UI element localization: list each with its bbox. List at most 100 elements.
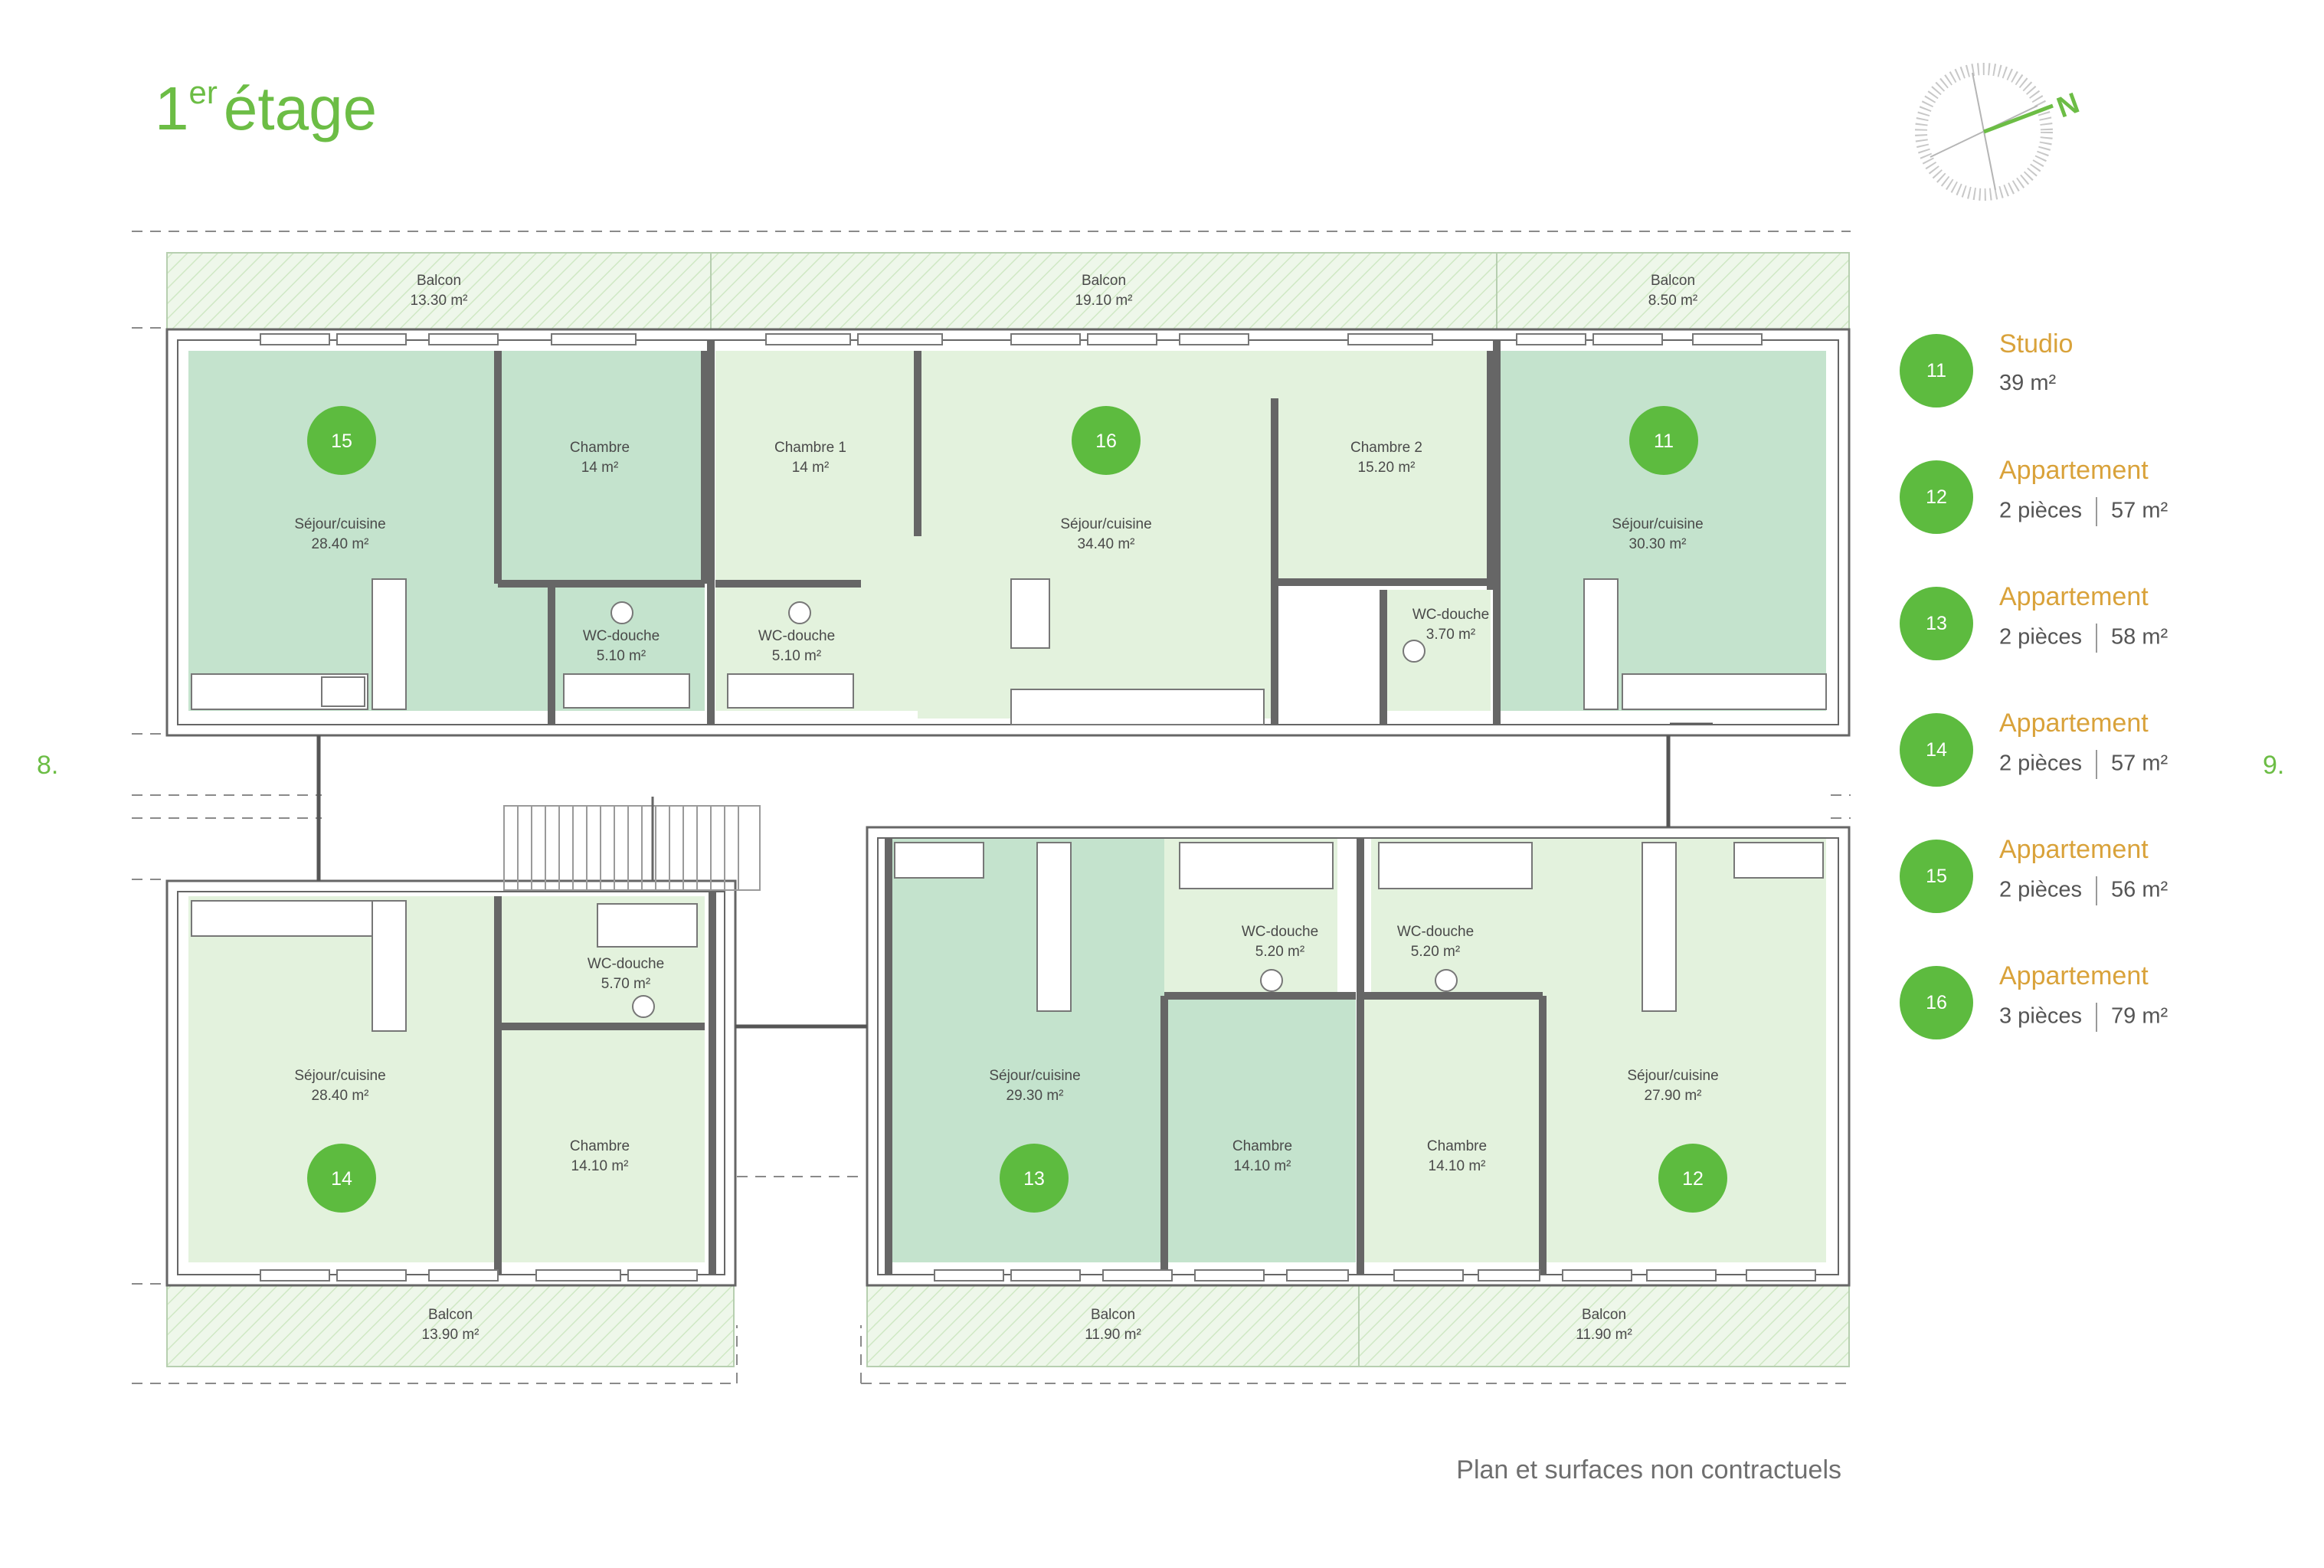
section-marker-right: 9. bbox=[2263, 751, 2285, 780]
balcony-top-mid bbox=[710, 252, 1498, 330]
legend-pieces: 2 pièces bbox=[1999, 751, 2083, 776]
legend-badge: 13 bbox=[1900, 587, 1973, 660]
room-fill-a16-chambre2 bbox=[1275, 351, 1491, 581]
dashed-guides bbox=[132, 231, 1851, 1384]
legend-pieces: 3 pièces bbox=[1999, 1003, 2083, 1029]
compass-north-label: N bbox=[2053, 87, 2083, 125]
room-a13-sejour-name: Séjour/cuisine bbox=[989, 1068, 1080, 1084]
legend-type: Appartement bbox=[1999, 709, 2149, 738]
room-a14-chambre-name: Chambre bbox=[570, 1138, 630, 1154]
room-labels: Séjour/cuisine 28.40 m² Chambre 14 m² WC… bbox=[294, 440, 1718, 1174]
legend-badge: 15 bbox=[1900, 840, 1973, 913]
legend-area: 58 m² bbox=[2111, 624, 2169, 650]
room-fill-a12-chambre bbox=[1360, 996, 1543, 1262]
room-fill-a15-chambre bbox=[498, 351, 705, 584]
room-a11-wc-area: 3.70 m² bbox=[1426, 627, 1475, 643]
room-fill-a14-chambre bbox=[498, 1026, 705, 1262]
legend-divider bbox=[2096, 497, 2098, 526]
balcony-bottom-mid bbox=[866, 1285, 1360, 1367]
badge-apartment-15: 15 bbox=[307, 406, 376, 475]
room-fill-a16-sejour bbox=[918, 351, 1275, 719]
legend-area: 56 m² bbox=[2111, 877, 2169, 902]
balcony-bottom-left bbox=[166, 1285, 735, 1367]
room-a15-wc-name: WC-douche bbox=[583, 628, 660, 644]
legend-type: Appartement bbox=[1999, 835, 2149, 864]
legend-detail: 2 pièces 57 m² bbox=[1999, 750, 2168, 779]
room-a15-chambre-area: 14 m² bbox=[581, 460, 619, 476]
svg-text:13: 13 bbox=[1023, 1168, 1045, 1190]
title-word: étage bbox=[223, 74, 378, 142]
legend-area: 39 m² bbox=[1999, 371, 2057, 395]
room-a12-chambre-name: Chambre bbox=[1427, 1138, 1487, 1154]
legend-area: 79 m² bbox=[2111, 1003, 2169, 1029]
balcony-top-mid-area: 19.10 m² bbox=[1075, 293, 1133, 309]
top-block-rooms bbox=[188, 351, 1826, 720]
room-a12-wc-area: 5.20 m² bbox=[1411, 944, 1460, 960]
title-number: 1 bbox=[155, 74, 189, 142]
badge-apartment-13: 13 bbox=[1000, 1144, 1069, 1213]
legend-badge: 11 bbox=[1900, 334, 1973, 408]
room-a16-chambre1-area: 14 m² bbox=[792, 460, 830, 476]
room-a14-sejour-area: 28.40 m² bbox=[312, 1088, 369, 1104]
room-a11-sejour-area: 30.30 m² bbox=[1629, 536, 1687, 552]
room-a14-wc-area: 5.70 m² bbox=[601, 976, 650, 992]
compass-rose-icon: N bbox=[1915, 63, 2083, 201]
balcony-top-left-label: Balcon bbox=[417, 273, 461, 289]
balcony-bottom-mid-label: Balcon bbox=[1091, 1307, 1135, 1323]
badge-apartment-11: 11 bbox=[1629, 406, 1698, 475]
room-fill-shaft bbox=[1281, 622, 1373, 720]
balcony-bottom-left-area: 13.90 m² bbox=[422, 1327, 480, 1343]
badge-apartment-14: 14 bbox=[307, 1144, 376, 1213]
legend-pieces: 2 pièces bbox=[1999, 877, 2083, 902]
room-a16-chambre1-name: Chambre 1 bbox=[774, 440, 846, 456]
legend-badge: 16 bbox=[1900, 966, 1973, 1039]
windows bbox=[260, 333, 1816, 1282]
room-a13-sejour-area: 29.30 m² bbox=[1007, 1088, 1064, 1104]
room-fill-a16-chambre1 bbox=[715, 351, 918, 584]
room-a16-sejour-name: Séjour/cuisine bbox=[1060, 516, 1151, 532]
room-a16-wc-area: 5.10 m² bbox=[772, 648, 821, 664]
balcony-top-right bbox=[1496, 252, 1850, 330]
legend-item: 11 Studio 39 m² bbox=[1900, 329, 2221, 456]
room-a13-chambre-name: Chambre bbox=[1232, 1138, 1292, 1154]
room-a16-sejour-area: 34.40 m² bbox=[1078, 536, 1135, 552]
room-a12-chambre-area: 14.10 m² bbox=[1429, 1158, 1486, 1174]
legend-area: 57 m² bbox=[2111, 751, 2169, 776]
svg-text:12: 12 bbox=[1682, 1168, 1704, 1190]
legend-detail: 39 m² bbox=[1999, 371, 2056, 396]
legend-badge: 12 bbox=[1900, 460, 1973, 534]
balcony-top-left-area: 13.30 m² bbox=[411, 293, 468, 309]
svg-text:15: 15 bbox=[331, 430, 352, 452]
svg-text:11: 11 bbox=[1654, 430, 1674, 452]
balcony-bottom-right-area: 11.90 m² bbox=[1576, 1327, 1632, 1343]
balcony-bottom-right bbox=[1358, 1285, 1850, 1367]
legend-detail: 3 pièces 79 m² bbox=[1999, 1003, 2168, 1032]
legend-divider bbox=[2096, 876, 2098, 905]
room-a13-wc-area: 5.20 m² bbox=[1255, 944, 1304, 960]
legend-detail: 2 pièces 56 m² bbox=[1999, 876, 2168, 905]
balcony-bottom-left-label: Balcon bbox=[428, 1307, 473, 1323]
svg-text:16: 16 bbox=[1095, 430, 1117, 452]
room-a11-wc-name: WC-douche bbox=[1412, 607, 1489, 623]
interior-walls bbox=[494, 340, 1547, 1275]
section-marker-left: 8. bbox=[37, 751, 59, 780]
legend-area: 57 m² bbox=[2111, 498, 2169, 523]
balcony-labels: Balcon 13.30 m² Balcon 19.10 m² Balcon 8… bbox=[411, 273, 1698, 1343]
badge-apartment-12: 12 bbox=[1658, 1144, 1727, 1213]
legend-type: Appartement bbox=[1999, 456, 2149, 485]
exterior-walls bbox=[165, 328, 1851, 1287]
legend-type: Appartement bbox=[1999, 582, 2149, 611]
staircase bbox=[503, 797, 761, 891]
room-a12-sejour-name: Séjour/cuisine bbox=[1627, 1068, 1718, 1084]
balcony-top-left bbox=[166, 252, 712, 330]
corridor-walls bbox=[316, 735, 1671, 1029]
badge-apartment-16: 16 bbox=[1072, 406, 1141, 475]
balcony-bottom-mid-area: 11.90 m² bbox=[1085, 1327, 1141, 1343]
room-a15-sejour-area: 28.40 m² bbox=[312, 536, 369, 552]
